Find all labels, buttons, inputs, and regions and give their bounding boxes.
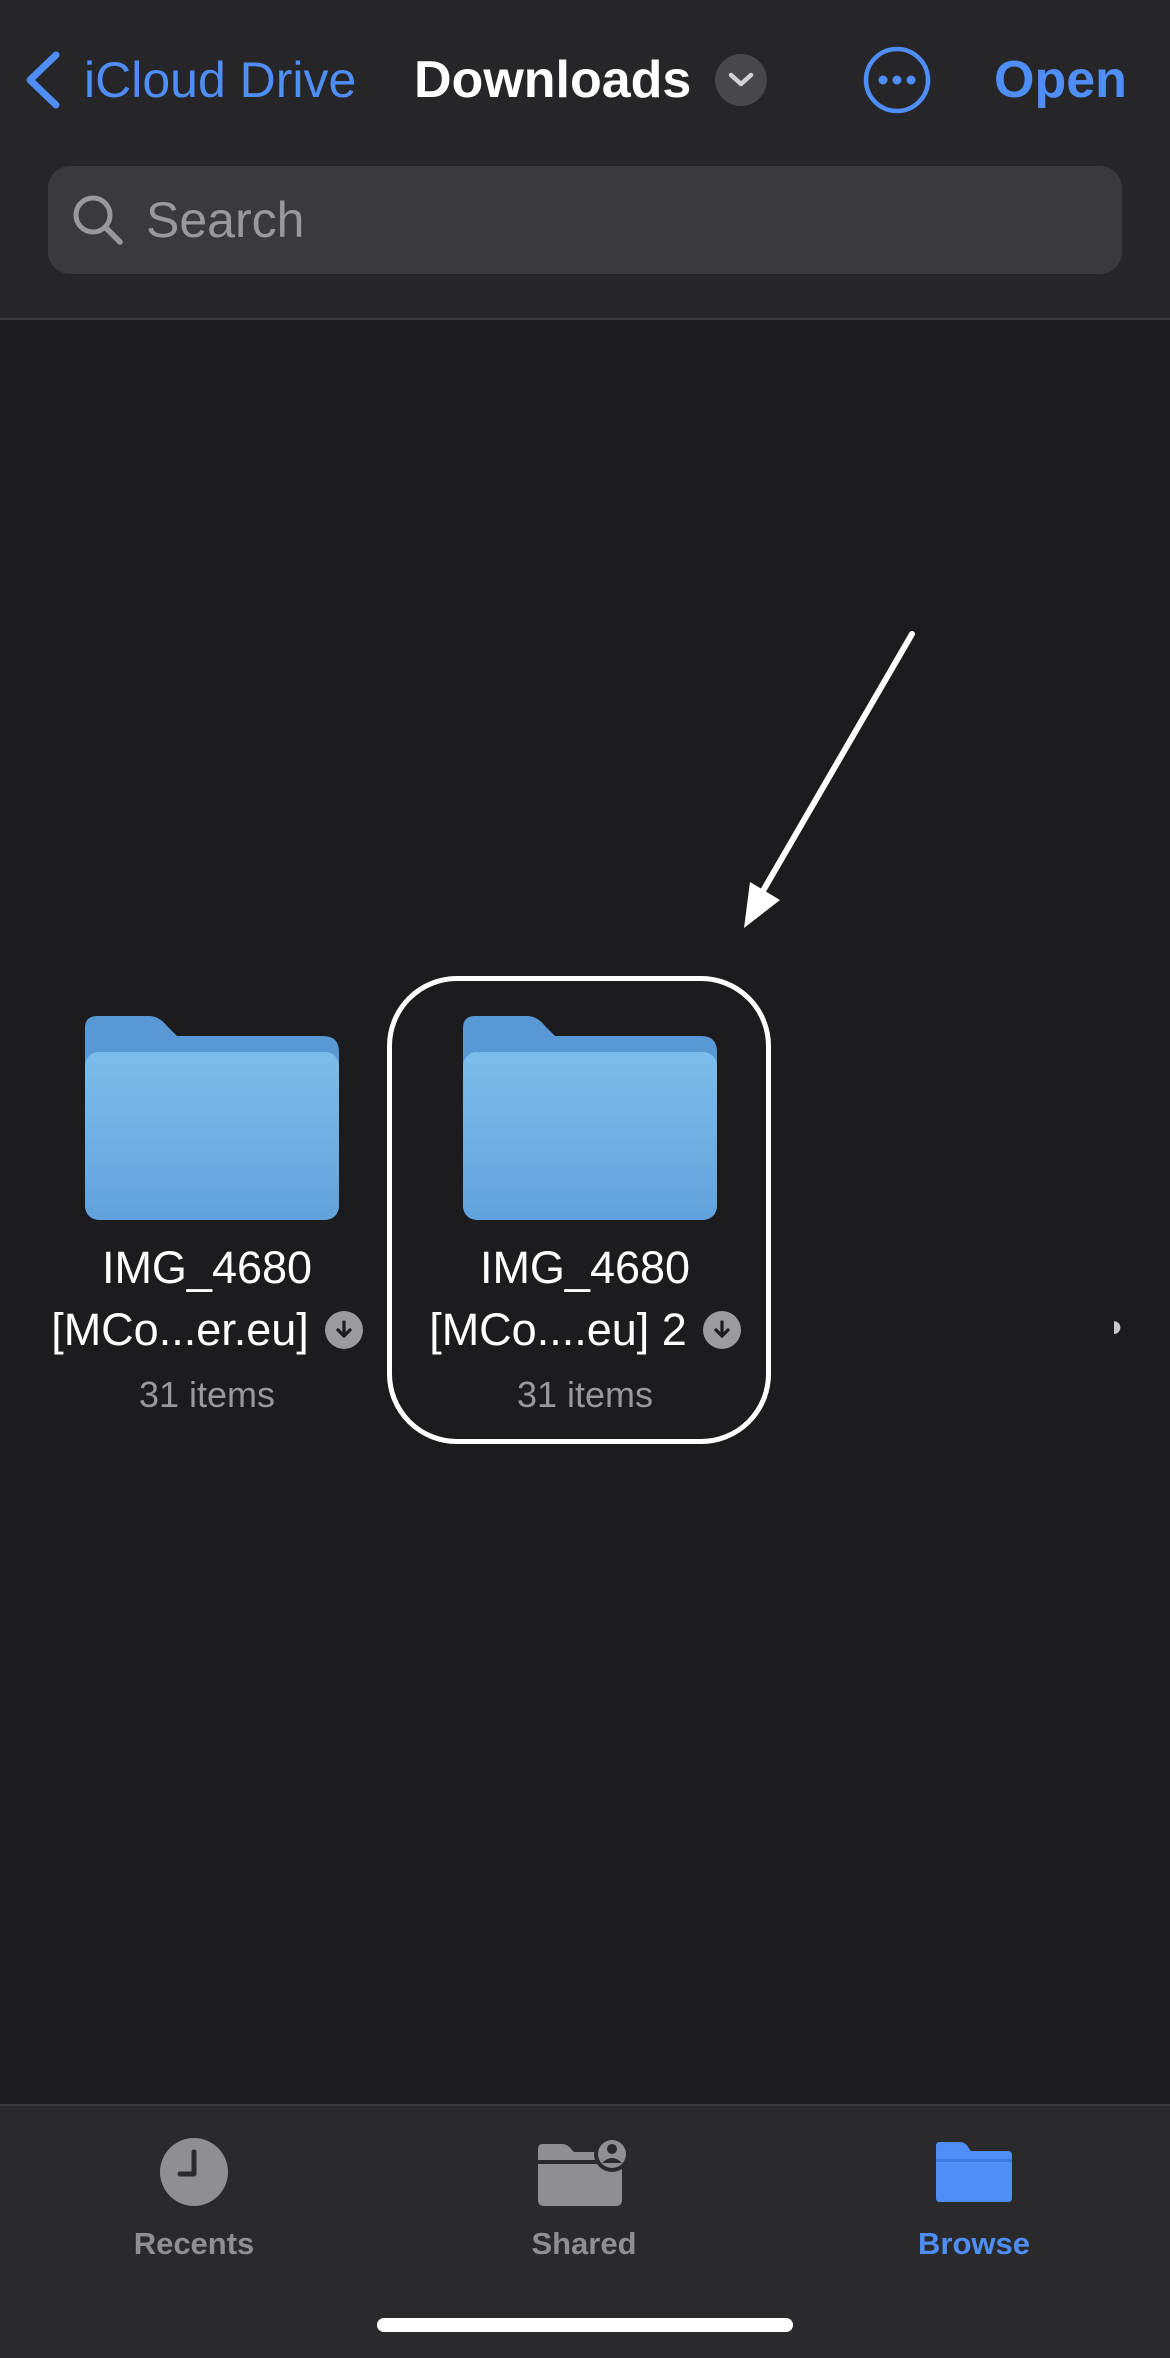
tab-label: Recents — [133, 2226, 255, 2261]
tab-recents[interactable]: Recents — [74, 2132, 314, 2262]
title-menu[interactable]: Downloads — [414, 40, 768, 120]
folder-icon — [85, 1016, 339, 1220]
folder-name: IMG_4680 — [479, 1242, 691, 1293]
cloud-download-icon[interactable] — [324, 1311, 363, 1349]
folder-icon — [936, 2142, 1012, 2202]
tab-bar: Recents Shared Browse — [0, 2104, 1170, 2358]
partial-item-glyph: ◗ — [1108, 1310, 1127, 1343]
tab-browse[interactable]: Browse — [854, 2132, 1094, 2262]
tab-label: Browse — [918, 2226, 1030, 2261]
open-button[interactable]: Open — [994, 51, 1127, 109]
navigation-bar: iCloud Drive Downloads Open — [0, 0, 1170, 320]
shared-folder-icon — [538, 2136, 630, 2206]
clock-icon — [160, 2138, 228, 2206]
cloud-download-icon[interactable] — [702, 1311, 741, 1349]
tab-label: Shared — [531, 2226, 637, 2261]
folder-name: IMG_4680 — [101, 1242, 313, 1293]
folder-name-line2: [MCo...er.eu] — [27, 1300, 387, 1360]
page-title: Downloads — [414, 51, 692, 109]
back-button[interactable]: iCloud Drive — [22, 40, 356, 120]
folder-item-count: 31 items — [138, 1374, 276, 1415]
folder-item[interactable]: IMG_4680 [MCo....eu] 2 31 items — [405, 1016, 765, 1416]
annotation-arrow-icon — [744, 631, 915, 928]
chevron-left-icon — [26, 51, 60, 109]
tab-shared[interactable]: Shared — [464, 2132, 704, 2262]
folder-item-count: 31 items — [516, 1374, 654, 1415]
highlight-annotation — [387, 976, 771, 1444]
home-indicator[interactable] — [377, 2318, 793, 2332]
chevron-down-icon[interactable] — [715, 54, 768, 106]
search-bar[interactable] — [48, 166, 1122, 274]
search-icon — [73, 195, 123, 245]
folder-item[interactable]: IMG_4680 [MCo...er.eu] 31 items — [27, 1016, 387, 1416]
folder-name-text: [MCo...er.eu] — [51, 1304, 309, 1355]
folder-icon — [463, 1016, 717, 1220]
folder-name-text: [MCo....eu] 2 — [429, 1304, 687, 1355]
folder-name-line2: [MCo....eu] 2 — [405, 1300, 765, 1360]
more-options-icon[interactable] — [862, 45, 932, 115]
search-input[interactable] — [144, 190, 1048, 250]
back-label: iCloud Drive — [84, 52, 357, 108]
